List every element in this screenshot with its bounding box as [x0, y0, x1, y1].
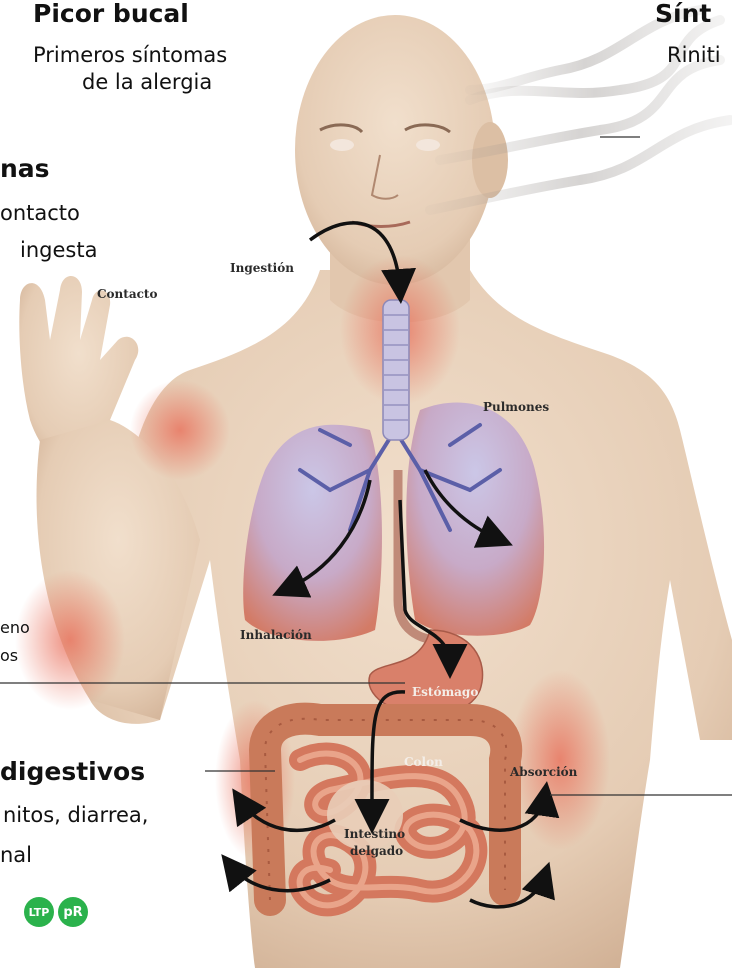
label-small-intestine-1: Intestino: [344, 827, 405, 841]
label-colon: Colon: [404, 755, 443, 769]
label-contact: Contacto: [97, 287, 157, 301]
heading-digestive: digestivos: [0, 757, 145, 786]
label-small-intestine-2: delgado: [350, 844, 403, 858]
label-stomach: Estómago: [412, 685, 478, 699]
text-skin-line1: ontacto: [0, 200, 80, 227]
label-ingestion: Ingestión: [230, 261, 294, 275]
badge-ltp: LTP: [24, 897, 54, 927]
badge-pr: pR: [58, 897, 88, 927]
label-absorption: Absorción: [510, 765, 577, 779]
heading-oral-itch: Picor bucal: [33, 0, 189, 28]
heading-respiratory: Sínt: [655, 0, 711, 28]
ear: [472, 122, 508, 198]
text-digestive-line2: nal: [0, 842, 32, 869]
text-digestive-line1: nitos, diarrea,: [3, 802, 148, 829]
text-oral-itch-line1: Primeros síntomas: [33, 42, 227, 69]
trachea: [383, 300, 409, 440]
text-respiratory-line1: Riniti: [667, 42, 721, 69]
head: [295, 15, 495, 285]
text-skin-line2: ingesta: [20, 237, 97, 264]
label-inhalation: Inhalación: [240, 628, 312, 642]
text-left-small-line1: eno: [0, 618, 30, 637]
label-lungs: Pulmones: [483, 400, 549, 414]
text-left-small-line2: os: [0, 646, 18, 665]
text-oral-itch-line2: de la alergia: [82, 69, 212, 96]
heading-skin: nas: [0, 154, 50, 183]
